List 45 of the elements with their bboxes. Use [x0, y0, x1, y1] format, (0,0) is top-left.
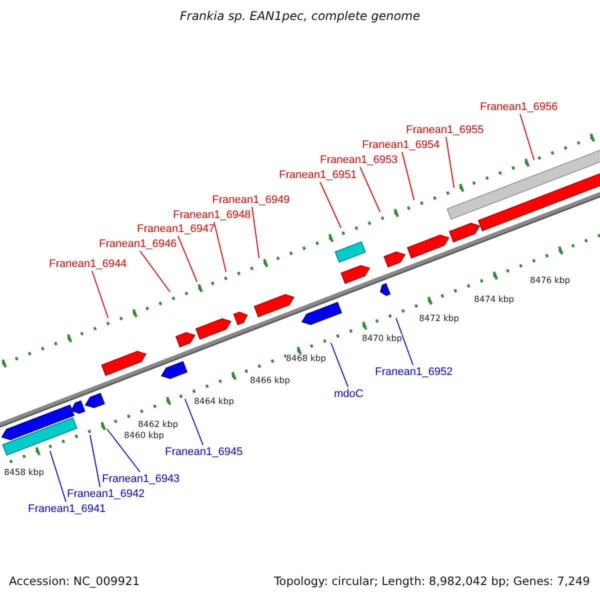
- scale-label: 8464 kbp: [194, 397, 234, 407]
- scale-label: 8458 kbp: [4, 468, 44, 478]
- leader-line: [214, 222, 226, 272]
- gene-label: Franean1_6947: [137, 223, 215, 236]
- gene-label: Franean1_6941: [28, 503, 106, 516]
- footer-text: Accession: NC_009921: [9, 575, 140, 588]
- scale-label: 8468 kbp: [286, 354, 326, 364]
- gene-label: Franean1_6942: [67, 488, 145, 501]
- gene-label: Franean1_6944: [49, 258, 127, 271]
- scale-label: 8476 kbp: [530, 276, 570, 286]
- scale-label: 8462 kbp: [138, 420, 178, 430]
- gene-label: Franean1_6955: [406, 124, 484, 137]
- leader-line: [106, 428, 140, 472]
- leader-line: [178, 236, 198, 282]
- gene-label: Franean1_6954: [362, 139, 440, 152]
- leader-line: [92, 270, 108, 318]
- leader-line: [520, 114, 534, 160]
- leader-line: [402, 152, 414, 200]
- scale-label: 8474 kbp: [474, 295, 514, 305]
- leader-line: [140, 250, 170, 292]
- gene-label: Franean1_6953: [320, 154, 398, 167]
- leader-line: [330, 342, 348, 388]
- scale-label: 8466 kbp: [250, 376, 290, 386]
- leader-line: [184, 398, 204, 446]
- gene-label: Franean1_6948: [173, 209, 251, 222]
- leader-line: [252, 206, 260, 258]
- leader-line: [396, 318, 414, 366]
- leader-line: [360, 166, 380, 212]
- gene-label: Franean1_6952: [375, 366, 453, 379]
- gene-label: Franean1_6949: [212, 194, 290, 207]
- gene-label: Franean1_6951: [279, 169, 357, 182]
- gene-label: Franean1_6945: [165, 446, 243, 459]
- scale-label: 8472 kbp: [419, 314, 460, 324]
- gene-label: Franean1_6946: [99, 238, 177, 251]
- title: Frankia sp. EAN1pec, complete genome: [178, 10, 422, 23]
- gene-label: Franean1_6943: [102, 473, 180, 486]
- gene-label: Franean1_6956: [480, 101, 558, 114]
- scale-label: 8460 kbp: [124, 431, 164, 441]
- leader-line: [50, 450, 66, 502]
- scale-label: 8470 kbp: [362, 334, 402, 344]
- leader-line: [320, 182, 342, 228]
- gene-label: mdoC: [334, 388, 364, 401]
- footer-text: Topology: circular; Length: 8,982,042 bp; Genes: 7,249: [274, 575, 590, 588]
- leader-line: [90, 434, 100, 488]
- leader-line: [446, 136, 454, 188]
